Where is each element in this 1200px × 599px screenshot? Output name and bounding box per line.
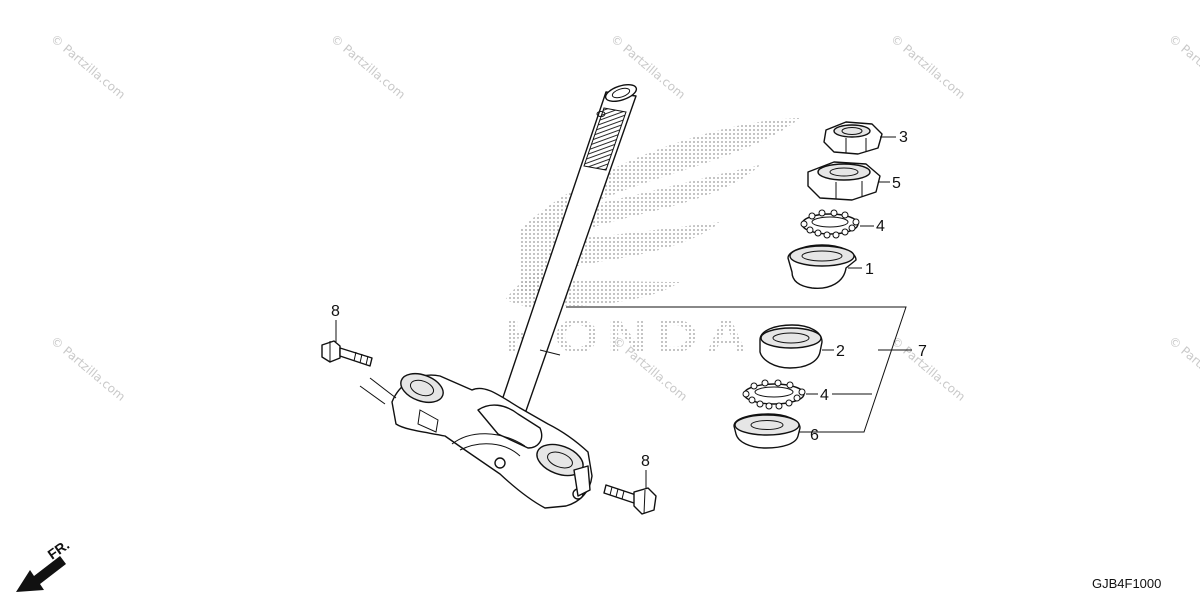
watermark-mid-left: © Partzilla.com [48, 334, 128, 404]
watermark-top-center: © Partzilla.com [328, 32, 408, 102]
callout-6: 6 [810, 427, 819, 444]
callout-3: 3 [899, 129, 908, 146]
callout-2: 2 [836, 343, 845, 360]
upper-inner-race-1 [787, 244, 862, 289]
drawing-code: GJB4F1000 [1092, 576, 1161, 591]
watermark-top-left: © Partzilla.com [48, 32, 128, 102]
bolt-8-right [603, 470, 657, 515]
callout-7: 7 [918, 343, 927, 360]
ball-race-4-lower [742, 379, 818, 410]
callout-8-left: 8 [331, 303, 340, 320]
bolt-8-left [321, 320, 373, 367]
watermark-top-far-right: © Partzilla.com [1166, 32, 1200, 102]
steering-stem [493, 84, 638, 429]
callouts: 3 5 4 1 2 7 4 6 8 8 [331, 129, 927, 470]
adjusting-nut-5 [807, 161, 890, 201]
watermark-mid-right: © Partzilla.com [888, 334, 968, 404]
callout-8-right: 8 [641, 453, 650, 470]
lower-outer-race-2 [759, 324, 834, 369]
front-label: FR. [45, 536, 73, 562]
ball-race-4-upper [800, 209, 874, 239]
lock-nut-3 [823, 121, 896, 155]
callout-4-upper: 4 [876, 218, 885, 235]
bracket-7-lines [566, 306, 912, 433]
bottom-bridge [359, 372, 593, 509]
callout-1: 1 [865, 261, 874, 278]
watermark-top-right: © Partzilla.com [888, 32, 968, 102]
watermark-mid-far-right: © Partzilla.com [1166, 334, 1200, 404]
callout-4-lower: 4 [820, 387, 829, 404]
dust-seal-6 [733, 413, 801, 449]
front-direction-marker: FR. [16, 536, 72, 592]
callout-5: 5 [892, 175, 901, 192]
